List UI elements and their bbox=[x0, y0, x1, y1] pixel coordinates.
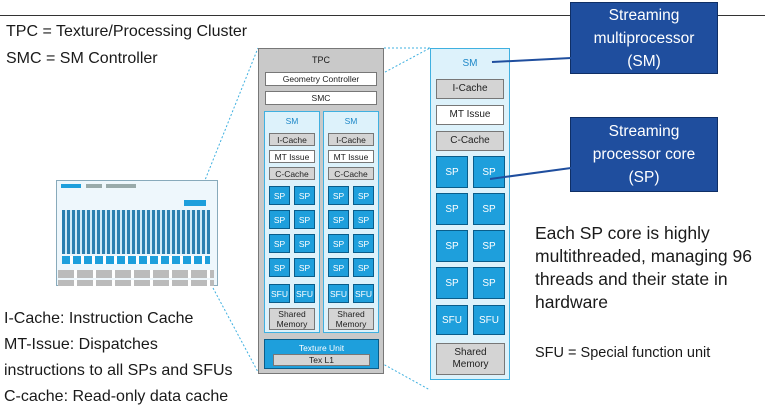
sm-detail-ccache: C-Cache bbox=[436, 131, 504, 151]
tpc-sm-1-sp: SP bbox=[294, 258, 315, 277]
sm-detail-mt-issue: MT Issue bbox=[436, 105, 504, 125]
tpc-sm-1-icache: I-Cache bbox=[269, 133, 315, 146]
tpc-sm-2-shared-memory: Shared Memory bbox=[328, 308, 374, 330]
sp-pointer-line bbox=[489, 167, 572, 180]
sm-pointer-line bbox=[491, 57, 572, 63]
sm-detail-icache: I-Cache bbox=[436, 79, 504, 99]
tpc-sm-1-sfu: SFU bbox=[294, 284, 315, 303]
smc-definition: SMC = SM Controller bbox=[6, 50, 158, 67]
tpc-sm-1-sp: SP bbox=[269, 234, 290, 253]
sm-detail-sp: SP bbox=[436, 230, 468, 262]
tpc-sm-1-sp: SP bbox=[294, 186, 315, 205]
tpc-sm-1-sfu: SFU bbox=[269, 284, 290, 303]
sm-detail-sp: SP bbox=[436, 193, 468, 225]
sm-detail-sp: SP bbox=[436, 156, 468, 188]
sm-detail-block: SM I-Cache MT Issue C-Cache SP SP SP SP … bbox=[430, 48, 510, 380]
sm-detail-sp: SP bbox=[473, 267, 505, 299]
tpc-sm-2-sp: SP bbox=[328, 186, 349, 205]
tpc-sm-2-sp: SP bbox=[353, 234, 374, 253]
tpc-sm-2-sp: SP bbox=[328, 210, 349, 229]
tpc-sm-1-sp: SP bbox=[294, 234, 315, 253]
tpc-sm-2-mt-issue: MT Issue bbox=[328, 150, 374, 163]
gpu-die-thumbnail bbox=[56, 180, 218, 290]
sp-callout: Streaming processor core (SP) bbox=[570, 117, 718, 192]
sm-detail-sp: SP bbox=[436, 267, 468, 299]
tpc-sm-2-sp: SP bbox=[328, 258, 349, 277]
texture-unit: Texture Unit Tex L1 bbox=[264, 339, 379, 369]
tpc-sm-1-shared-memory: Shared Memory bbox=[269, 308, 315, 330]
tpc-sm-2-sp: SP bbox=[353, 210, 374, 229]
sm-detail-shared-memory: Shared Memory bbox=[436, 343, 505, 375]
top-rule bbox=[0, 15, 765, 16]
tpc-sm-2-ccache: C-Cache bbox=[328, 167, 374, 180]
texture-unit-label: Texture Unit bbox=[298, 343, 345, 353]
tpc-sm-1-label: SM bbox=[285, 116, 299, 126]
sm-detail-sp: SP bbox=[473, 230, 505, 262]
sm-detail-sp: SP bbox=[473, 156, 505, 188]
tpc-sm-1-sp: SP bbox=[269, 210, 290, 229]
tpc-sm-2-sfu: SFU bbox=[353, 284, 374, 303]
tpc-sm-2-label: SM bbox=[344, 116, 358, 126]
sfu-definition: SFU = Special function unit bbox=[535, 345, 711, 361]
gpu-die-sm-array bbox=[62, 210, 210, 254]
chip-to-tpc-line-top bbox=[194, 47, 259, 206]
tpc-smc: SMC bbox=[265, 91, 377, 105]
tpc-definition: TPC = Texture/Processing Cluster bbox=[6, 23, 248, 40]
tpc-sm-2-sp: SP bbox=[353, 186, 374, 205]
geometry-controller: Geometry Controller bbox=[265, 72, 377, 86]
tpc-sm-2-sfu: SFU bbox=[328, 284, 349, 303]
tpc-sm-2-sp: SP bbox=[353, 258, 374, 277]
tpc-sm-1-sp: SP bbox=[269, 258, 290, 277]
tpc-sm-1: SM I-Cache MT Issue C-Cache SP SP SP SP … bbox=[264, 111, 320, 333]
tpc-sm-2: SM I-Cache MT Issue C-Cache SP SP SP SP … bbox=[323, 111, 379, 333]
sm-detail-sp: SP bbox=[473, 193, 505, 225]
ccache-definition: C-cache: Read-only data cache bbox=[4, 388, 229, 405]
icache-definition: I-Cache: Instruction Cache bbox=[4, 310, 194, 327]
tex-l1-cache: Tex L1 bbox=[273, 354, 370, 366]
tpc-sm-1-sp: SP bbox=[269, 186, 290, 205]
sm-callout: Streaming multiprocessor (SM) bbox=[570, 2, 718, 74]
sm-detail-sfu: SFU bbox=[436, 305, 468, 335]
sm-detail-label: SM bbox=[462, 58, 478, 69]
tpc-sm-1-sp: SP bbox=[294, 210, 315, 229]
tpc-block: TPC Geometry Controller SMC SM I-Cache M… bbox=[258, 48, 384, 374]
tpc-sm-2-sp: SP bbox=[328, 234, 349, 253]
sm-detail-sfu: SFU bbox=[473, 305, 505, 335]
tpc-sm-1-ccache: C-Cache bbox=[269, 167, 315, 180]
tpc-sm-1-mt-issue: MT Issue bbox=[269, 150, 315, 163]
mtissue-definition-line1: MT-Issue: Dispatches bbox=[4, 336, 158, 353]
sp-multithread-note: Each SP core is highly multithreaded, ma… bbox=[535, 223, 752, 312]
tpc-title: TPC bbox=[312, 55, 330, 65]
tpc-sm-2-icache: I-Cache bbox=[328, 133, 374, 146]
mtissue-definition-line2: instructions to all SPs and SFUs bbox=[4, 362, 233, 379]
